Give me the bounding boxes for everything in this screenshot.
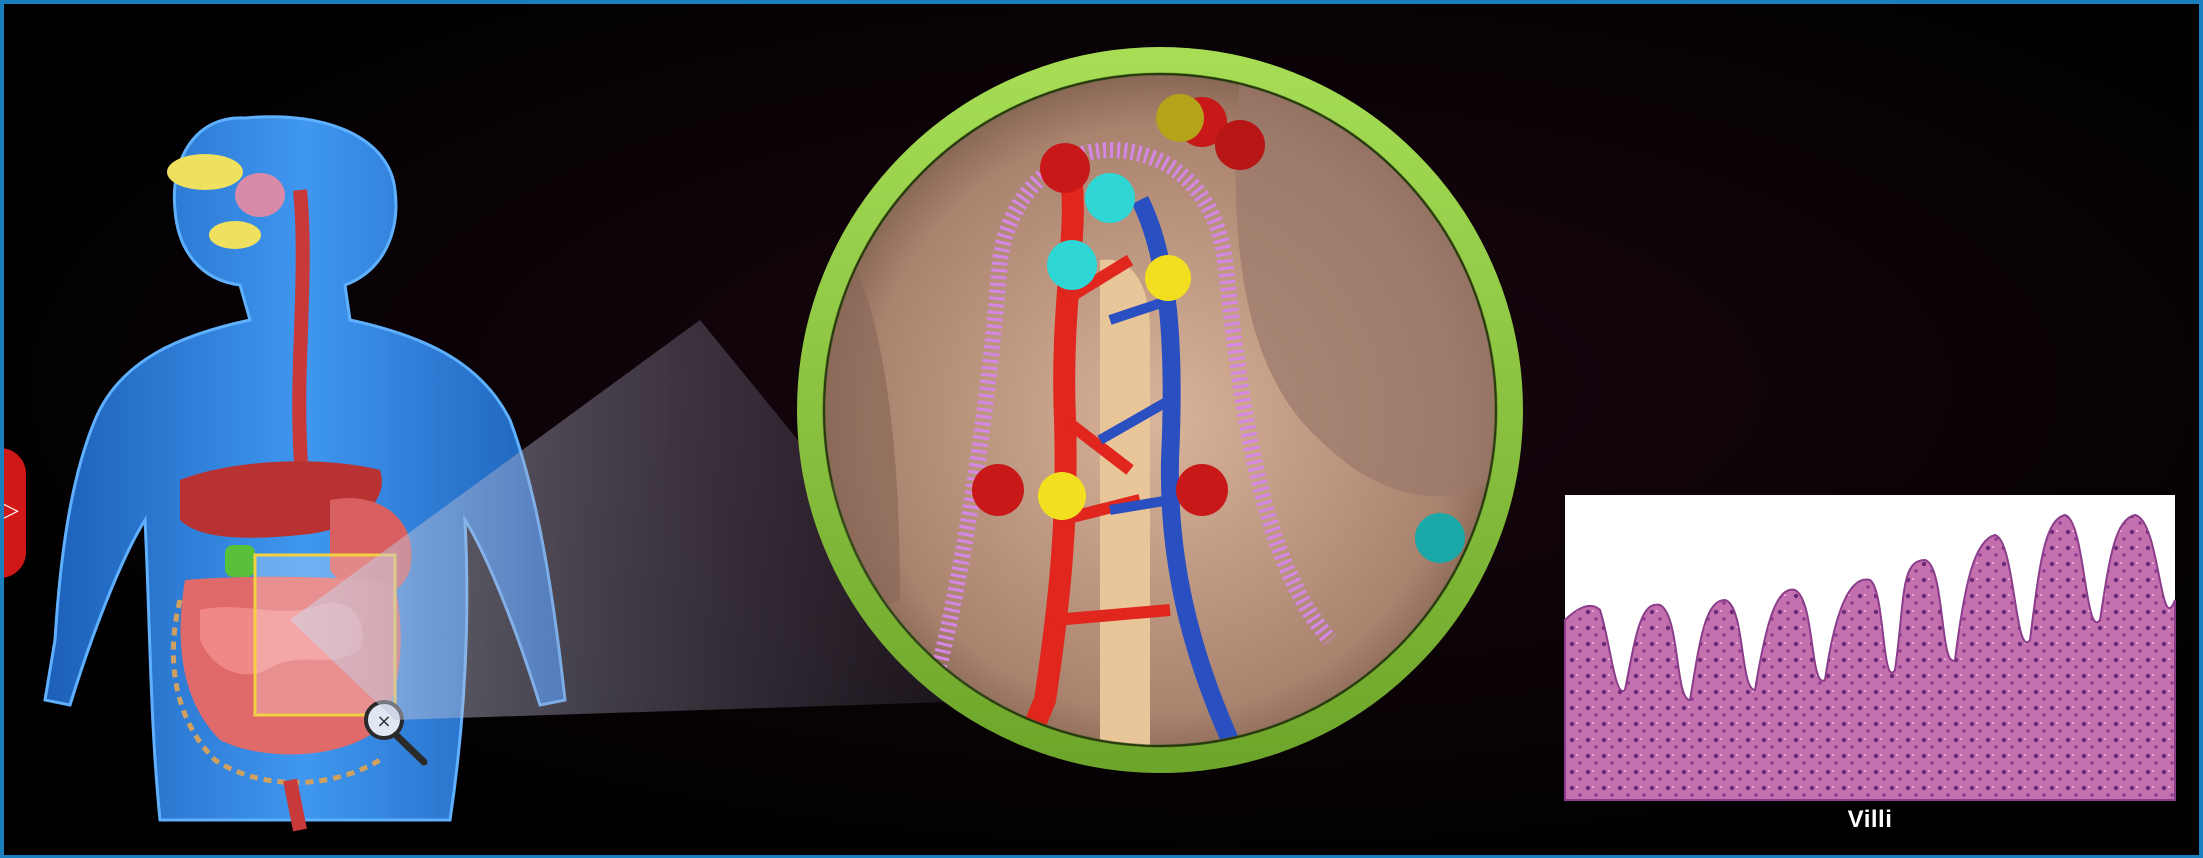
micrograph-caption: Villi bbox=[1565, 806, 2175, 834]
amino-acid-dot bbox=[1215, 120, 1265, 170]
salivary-gland bbox=[167, 154, 243, 190]
tongue bbox=[235, 173, 285, 217]
chevron-right-icon: ▷ bbox=[2, 498, 19, 524]
glucose-dot bbox=[1145, 255, 1191, 301]
glucose-dot bbox=[1156, 94, 1204, 142]
villi-micrograph bbox=[1565, 495, 2175, 800]
side-nav-button[interactable]: ▷ bbox=[0, 448, 26, 578]
gallbladder bbox=[225, 545, 255, 577]
amino-acid-dot bbox=[1040, 143, 1090, 193]
esophagus bbox=[299, 190, 305, 500]
rectum bbox=[290, 780, 300, 830]
amino-acid-dot bbox=[1176, 464, 1228, 516]
fatty-acid-dot bbox=[1085, 173, 1135, 223]
fatty-acid-dot bbox=[1047, 240, 1097, 290]
sublingual-gland bbox=[209, 221, 261, 249]
fatty-acid-dot bbox=[1415, 513, 1465, 563]
amino-acid-dot bbox=[972, 464, 1024, 516]
villus-cross-section-zoom bbox=[810, 60, 1510, 770]
glucose-dot bbox=[1038, 472, 1086, 520]
